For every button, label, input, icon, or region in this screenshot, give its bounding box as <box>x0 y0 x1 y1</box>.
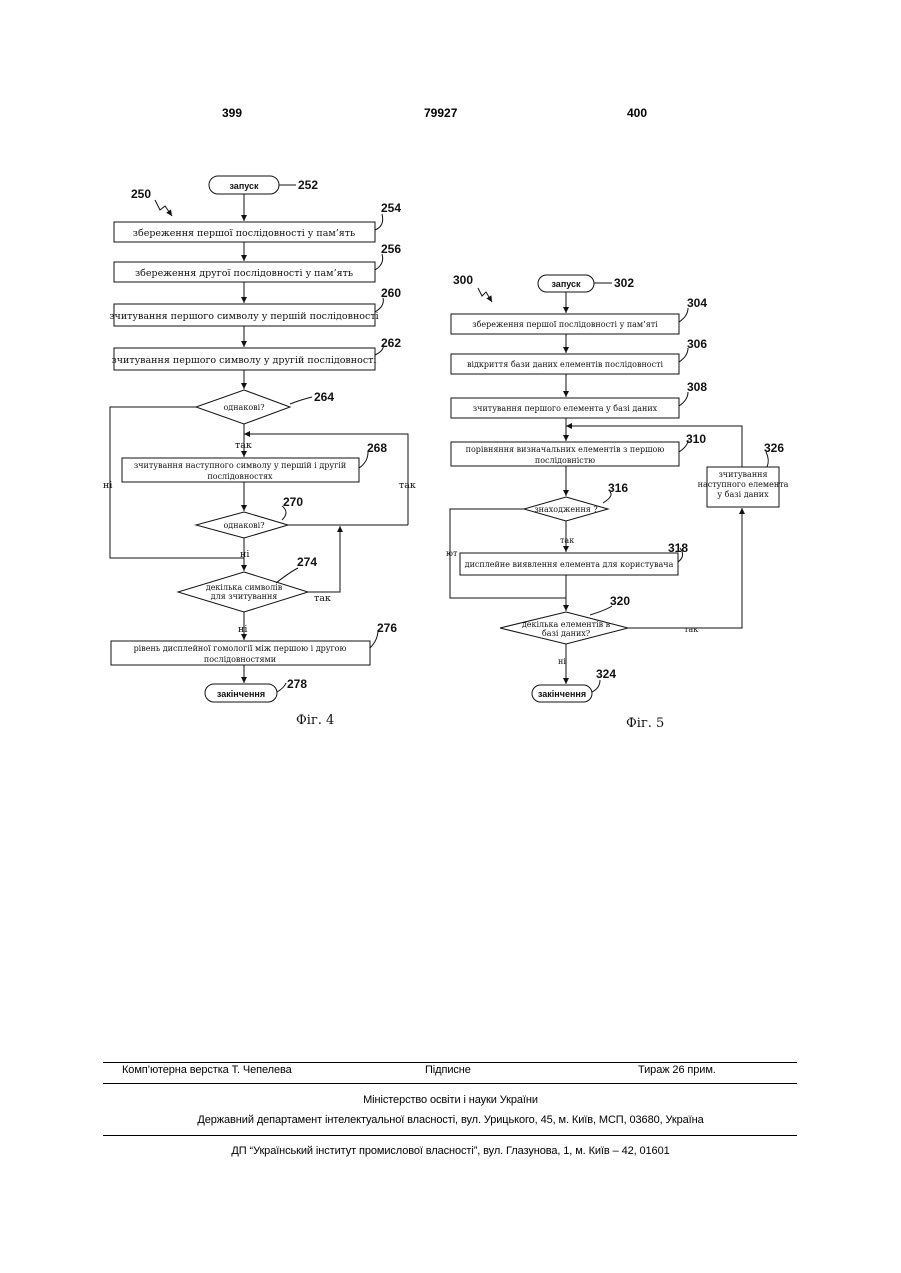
footer-department: Державний департамент інтелектуальної вл… <box>0 1114 901 1126</box>
footer-institute: ДП “Український інститут промислової вла… <box>0 1145 901 1157</box>
fig5-yes1: так <box>560 536 574 545</box>
fig5-start-label: запуск <box>551 279 581 289</box>
fig4-step5-line1: зчитування наступного символу у першій і… <box>134 461 346 470</box>
fig5-end-ref: 324 <box>596 667 616 681</box>
fig4-step6-ref: 276 <box>377 621 397 635</box>
fig5-end-label: закінчення <box>538 689 586 699</box>
fig5-step4-line1: порівняння визначальних елементів з перш… <box>466 445 665 454</box>
fig5-ref-arrow <box>478 288 492 302</box>
figure-5: 300 запуск 302 збереження першої послідо… <box>446 273 789 731</box>
fig5-yes2: так <box>684 625 698 634</box>
fig5-side-ref: 326 <box>764 441 784 455</box>
figure-4: 250 запуск 252 збереження першої послідо… <box>103 176 416 728</box>
fig5-dec1-ref: 316 <box>608 481 628 495</box>
fig4-yes2: так <box>399 480 416 491</box>
fig5-step4-line2: послідовністю <box>535 456 595 465</box>
footer-rule-bottom <box>103 1135 797 1136</box>
fig4-yes3: так <box>314 593 331 604</box>
fig4-dec2-ref: 270 <box>283 495 303 509</box>
fig5-step5-ref: 318 <box>668 541 688 555</box>
fig4-dec3-ref: 274 <box>297 555 317 569</box>
fig4-end-ref: 278 <box>287 677 307 691</box>
fig5-step1-label: збереження першої послідовності у пам’ят… <box>472 320 658 329</box>
fig4-end-label: закінчення <box>217 689 265 699</box>
fig4-start-label: запуск <box>229 181 259 191</box>
footer-rule-top <box>103 1062 797 1063</box>
footer-ministry: Міністерство освіти і науки України <box>0 1094 901 1106</box>
fig4-ref-arrow <box>155 200 172 216</box>
fig4-dec3-line2: для зчитування <box>211 592 278 601</box>
fig5-step4-ref: 310 <box>686 432 706 446</box>
fig4-no2: ні <box>240 549 249 560</box>
fig4-step6-line2: послідовностями <box>204 655 276 664</box>
fig4-no1: ні <box>103 480 112 491</box>
fig5-step3-ref: 308 <box>687 380 707 394</box>
fig4-step6-line1: рівень дисплейної гомології між першою і… <box>134 644 347 653</box>
fig4-no3: ні <box>238 624 247 635</box>
fig4-ref: 250 <box>131 187 151 201</box>
fig5-caption: Фіг. 5 <box>626 716 664 731</box>
fig4-dec1-ref: 264 <box>314 390 334 404</box>
fig4-step5-ref: 268 <box>367 441 387 455</box>
footer-signed: Підписне <box>425 1064 471 1076</box>
fig5-step3-label: зчитування першого елемента у базі даних <box>473 404 658 413</box>
fig4-caption: Фіг. 4 <box>296 713 334 728</box>
fig4-step4-ref: 262 <box>381 336 401 350</box>
fig4-step5-line2: послідовностях <box>207 472 273 481</box>
fig5-step5-label: дисплейне виявлення елемента для користу… <box>465 560 674 569</box>
fig5-start-ref: 302 <box>614 276 634 290</box>
fig5-dec2-line1: декілька елементів в <box>522 620 611 629</box>
fig5-dec1-label: знаходження ? <box>534 505 597 514</box>
flowcharts: 250 запуск 252 збереження першої послідо… <box>0 0 901 760</box>
fig4-step4-label: зчитування першого символу у другій посл… <box>112 355 377 366</box>
fig5-no-left: ют <box>446 549 458 558</box>
fig5-step2-label: відкриття бази даних елементів послідовн… <box>467 360 664 369</box>
fig5-side-line1: зчитування <box>718 470 767 479</box>
fig5-no2: ні <box>558 657 566 666</box>
fig5-dec2-ref: 320 <box>610 594 630 608</box>
fig5-side-line2: наступного елемента <box>698 480 789 489</box>
fig4-start-ref: 252 <box>298 178 318 192</box>
fig5-dec2-line2: базі даних? <box>542 629 590 638</box>
fig4-step2-ref: 256 <box>381 242 401 256</box>
footer-circulation: Тираж 26 прим. <box>638 1064 716 1076</box>
footer-layout: Комп’ютерна верстка Т. Чепелева <box>122 1064 292 1076</box>
fig4-step1-label: збереження першої послідовності у пам’ят… <box>133 228 355 239</box>
footer-rule-middle <box>103 1083 797 1084</box>
fig4-step2-label: збереження другої послідовності у пам’ят… <box>135 268 353 279</box>
fig4-dec3-line1: декілька символів <box>206 583 283 592</box>
fig5-side-line3: у базі даних <box>717 490 769 499</box>
fig5-step2-ref: 306 <box>687 337 707 351</box>
fig4-yes1: так <box>235 440 252 451</box>
fig4-step3-ref: 260 <box>381 286 401 300</box>
fig5-step1-ref: 304 <box>687 296 707 310</box>
fig4-dec2-label: однакові? <box>223 521 264 530</box>
fig4-dec1-label: однакові? <box>223 403 264 412</box>
fig5-ref: 300 <box>453 273 473 287</box>
fig4-step1-ref: 254 <box>381 201 401 215</box>
fig4-step3-label: зчитування першого символу у першій посл… <box>109 311 378 322</box>
